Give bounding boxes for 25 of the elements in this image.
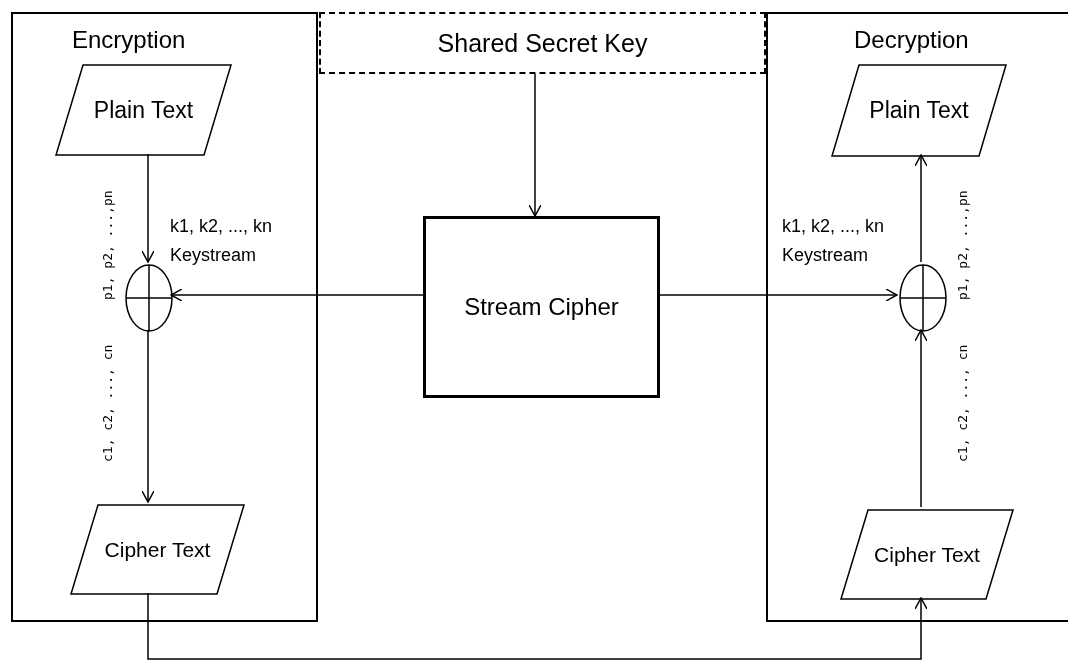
arrow (170, 288, 424, 302)
edge-label: p1, p2, ...,pn (955, 190, 970, 300)
panel (11, 12, 318, 622)
arrow (141, 329, 155, 503)
edge-label: p1, p2, ...,pn (100, 190, 115, 300)
edge-label: k1, k2, ..., kn Keystream (782, 215, 886, 267)
node-label: Shared Secret Key (437, 28, 648, 58)
panel-heading: Encryption (72, 26, 186, 54)
node-label: Cipher Text (104, 537, 211, 562)
node-label: Plain Text (869, 97, 969, 124)
arrow (528, 73, 542, 217)
arrow (659, 288, 898, 302)
edge-label: c1, c2, ..., cn (955, 344, 970, 462)
edge-label: k1, k2, ..., kn Keystream (170, 215, 274, 267)
arrow (914, 154, 928, 263)
arrow (914, 329, 928, 508)
key-box (319, 12, 766, 74)
arrow (141, 153, 155, 263)
panel-heading: Decryption (854, 26, 969, 54)
process-box (423, 216, 660, 398)
node-label: Cipher Text (874, 542, 980, 567)
node-label: Plain Text (93, 96, 194, 124)
edge-label: c1, c2, ..., cn (100, 344, 115, 462)
arrow (147, 592, 928, 660)
node-label: Stream Cipher (464, 293, 619, 321)
